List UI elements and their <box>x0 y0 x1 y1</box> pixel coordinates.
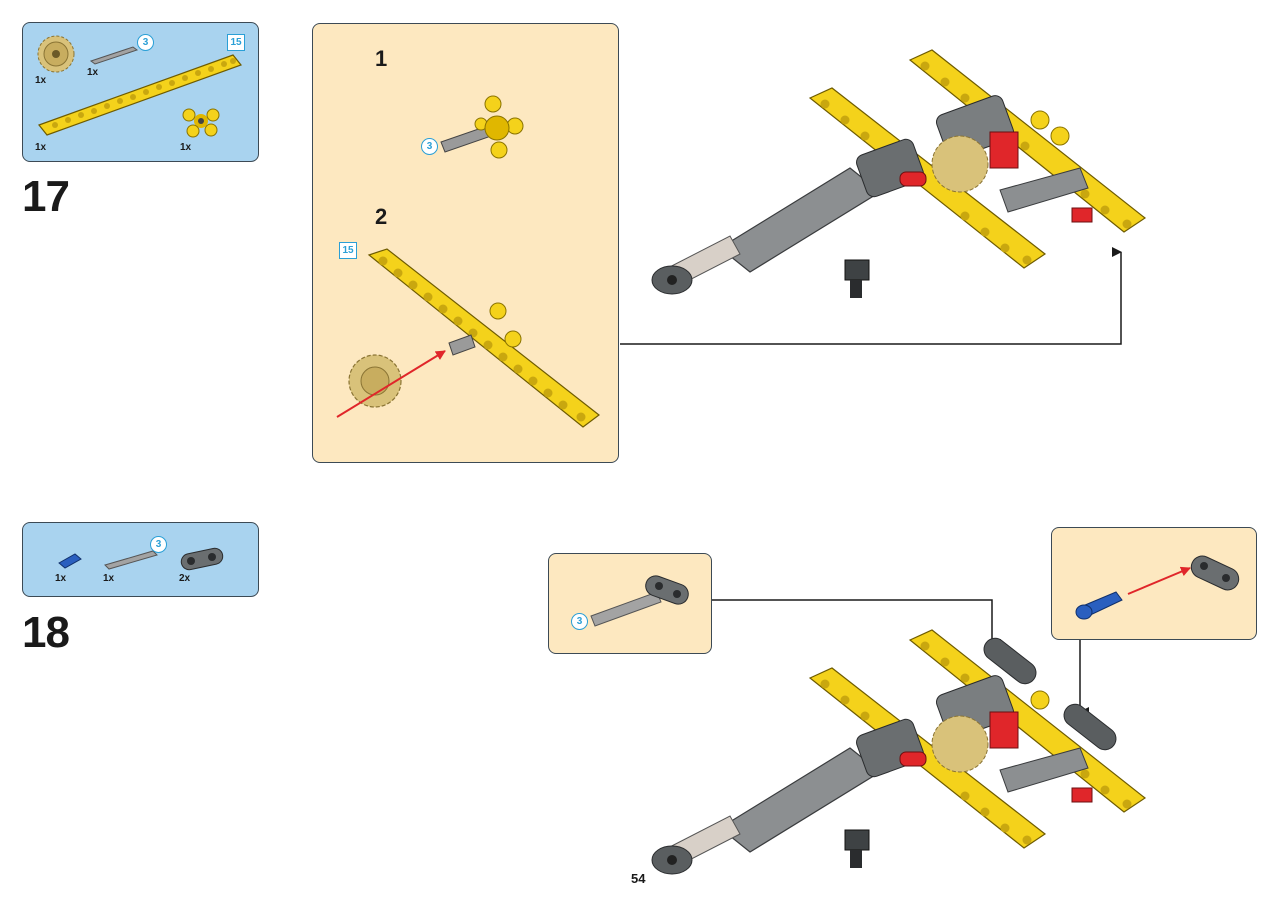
axle-length-badge: 3 <box>150 536 167 553</box>
model-assembly-illustration-17 <box>651 49 1147 298</box>
axle-length-badge: 3 <box>421 138 438 155</box>
part-qty: 1x <box>87 67 99 78</box>
parts-list-step-17: 1x 3 1x 15 1x 1x <box>22 22 259 162</box>
part-qty: 1x <box>55 573 67 584</box>
part-qty: 1x <box>35 142 47 153</box>
parts-list-step-18: 1x 3 1x 2x <box>22 522 259 597</box>
beam-length-badge: 15 <box>339 242 357 259</box>
callout-box-axle-liftarm: 3 <box>548 553 712 654</box>
axle-length-badge: 3 <box>137 34 154 51</box>
part-qty: 2x <box>179 573 191 584</box>
model-assembly-illustration-18 <box>651 629 1147 875</box>
pin-icon <box>58 553 82 569</box>
step-number: 17 <box>22 172 70 221</box>
callout-box-pin-liftarm <box>1051 527 1257 640</box>
beam-length-badge: 15 <box>227 34 245 51</box>
part-qty: 1x <box>103 573 115 584</box>
axle-icon <box>89 46 139 65</box>
pin-liftarm-illustration <box>1075 555 1240 620</box>
axle-icon <box>104 550 158 570</box>
beam-icon <box>38 54 242 136</box>
part-qty: 1x <box>180 142 192 153</box>
axle-liftarm-illustration <box>590 575 689 627</box>
substep-number: 1 <box>375 46 388 71</box>
part-qty: 1x <box>35 75 47 86</box>
axle-length-badge: 3 <box>571 613 588 630</box>
gear-icon <box>37 35 75 73</box>
connector-icon <box>182 108 220 138</box>
beam-gear-assembly-illustration <box>336 248 600 428</box>
liftarm-icon <box>180 547 224 571</box>
page-number: 54 <box>631 871 646 886</box>
subassembly-box: 1 3 2 15 <box>312 23 619 463</box>
substep-number: 2 <box>375 204 388 229</box>
step-number: 18 <box>22 608 70 657</box>
axle-into-connector-illustration <box>440 95 524 159</box>
